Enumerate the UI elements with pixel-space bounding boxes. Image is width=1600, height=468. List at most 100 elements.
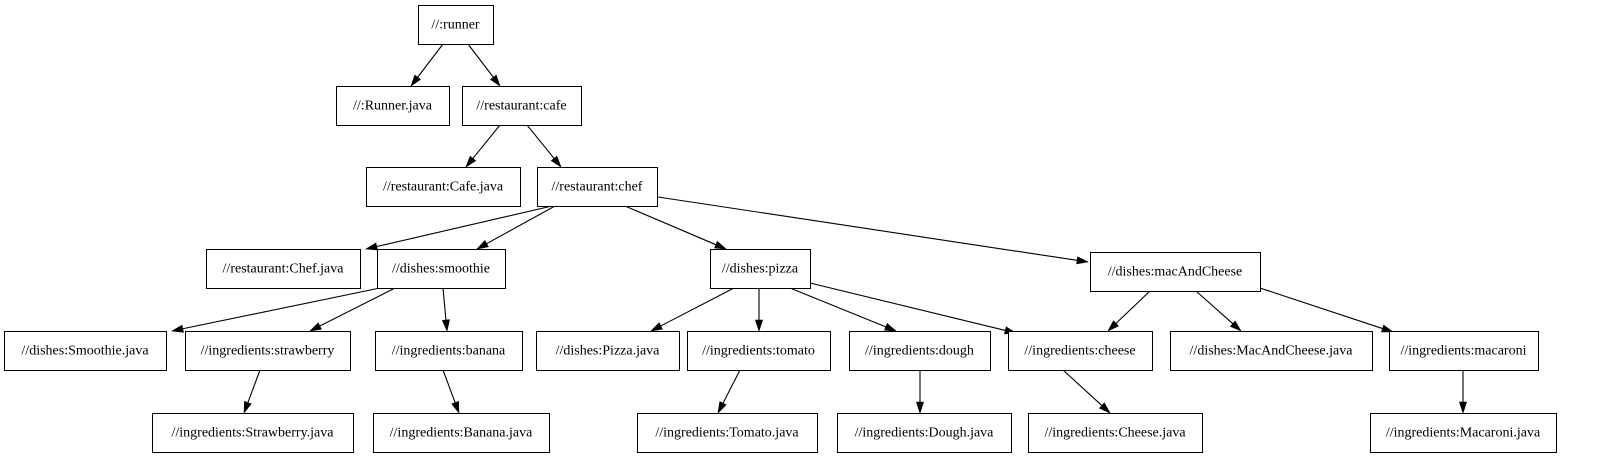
graph-node-ing-banana[interactable]: //ingredients:banana (375, 331, 523, 371)
graph-edge (465, 124, 501, 168)
node-box[interactable] (1389, 331, 1539, 371)
graph-node-ing-cheese[interactable]: //ingredients:cheese (1008, 331, 1153, 371)
graph-edge (309, 287, 396, 332)
graph-node-banana-java[interactable]: //ingredients:Banana.java (373, 413, 550, 453)
graph-node-smoothie-java[interactable]: //dishes:Smoothie.java (4, 331, 167, 371)
graph-node-ing-dough[interactable]: //ingredients:dough (849, 331, 991, 371)
node-box[interactable] (637, 413, 818, 453)
edge-line (624, 205, 717, 246)
node-box[interactable] (1170, 331, 1373, 371)
graph-edge (1458, 370, 1468, 414)
node-label: //restaurant:chef (552, 180, 643, 195)
edge-arrowhead (884, 323, 897, 332)
edge-arrowhead (171, 324, 184, 333)
node-box[interactable] (4, 331, 167, 371)
graph-edge (789, 287, 897, 332)
edge-arrowhead (476, 240, 489, 250)
graph-node-dishes-macchz[interactable]: //dishes:macAndCheese (1090, 252, 1261, 292)
edge-arrowhead (1381, 324, 1394, 333)
node-box[interactable] (366, 167, 521, 207)
graph-node-restaurant-cafe[interactable]: //restaurant:cafe (462, 86, 582, 126)
node-box[interactable] (373, 413, 550, 453)
graph-edge (717, 369, 741, 414)
node-label: //ingredients:Strawberry.java (172, 426, 335, 441)
edge-line (657, 196, 1078, 261)
node-box[interactable] (1090, 252, 1261, 292)
node-box[interactable] (1008, 331, 1153, 371)
edge-line (467, 43, 494, 78)
node-box[interactable] (185, 331, 351, 371)
graph-edge (1107, 290, 1151, 332)
edge-line (247, 369, 261, 403)
node-box[interactable] (687, 331, 831, 371)
graph-node-macaroni-java[interactable]: //ingredients:Macaroni.java (1370, 413, 1557, 453)
graph-node-tomato-java[interactable]: //ingredients:Tomato.java (637, 413, 818, 453)
node-box[interactable] (377, 249, 506, 289)
edge-arrowhead (714, 240, 727, 250)
edge-arrowhead (1098, 402, 1111, 414)
graph-node-restaurant-chef[interactable]: //restaurant:chef (537, 167, 658, 207)
graph-node-macchz-java[interactable]: //dishes:MacAndCheese.java (1170, 331, 1373, 371)
edge-line (442, 369, 456, 403)
node-label: //restaurant:cafe (476, 99, 566, 114)
graph-node-ing-tomato[interactable]: //ingredients:tomato (687, 331, 831, 371)
node-box[interactable] (336, 86, 450, 126)
edge-arrowhead (1076, 256, 1089, 265)
edge-line (319, 287, 396, 327)
edge-line (526, 124, 555, 159)
node-box[interactable] (1028, 413, 1203, 453)
node-box[interactable] (537, 167, 658, 207)
node-label: //restaurant:Cafe.java (383, 180, 504, 195)
graph-edge (243, 369, 261, 414)
edge-arrowhead (1107, 320, 1119, 332)
edge-line (182, 287, 381, 330)
node-box[interactable] (837, 413, 1012, 453)
graph-node-cafe-java[interactable]: //restaurant:Cafe.java (366, 167, 521, 207)
edge-arrowhead (1458, 401, 1468, 414)
graph-node-pizza-java[interactable]: //dishes:Pizza.java (536, 331, 680, 371)
node-box[interactable] (536, 331, 680, 371)
edge-arrowhead (1229, 320, 1242, 332)
node-label: //dishes:pizza (722, 262, 799, 277)
edge-line (417, 43, 444, 78)
edge-arrowhead (365, 242, 378, 251)
graph-edge (915, 370, 925, 414)
graph-node-dishes-pizza[interactable]: //dishes:pizza (710, 249, 811, 289)
edge-line (1115, 290, 1151, 324)
edge-arrowhead (465, 155, 477, 168)
node-box[interactable] (206, 249, 361, 289)
node-box[interactable] (418, 5, 494, 45)
graph-node-cheese-java[interactable]: //ingredients:Cheese.java (1028, 413, 1203, 453)
graph-node-runner-java[interactable]: //:Runner.java (336, 86, 450, 126)
graph-node-runner[interactable]: //:runner (418, 5, 494, 45)
node-box[interactable] (462, 86, 582, 126)
edge-line (442, 287, 447, 321)
edge-arrowhead (915, 401, 925, 414)
node-label: //ingredients:banana (392, 344, 506, 359)
graph-edge (467, 43, 501, 87)
edge-line (1195, 290, 1234, 325)
node-box[interactable] (710, 249, 811, 289)
edge-arrowhead (717, 401, 727, 414)
node-label: //dishes:Smoothie.java (21, 344, 149, 359)
edge-arrowhead (410, 74, 422, 87)
graph-edge (365, 205, 553, 251)
graph-node-chef-java[interactable]: //restaurant:Chef.java (206, 249, 361, 289)
graph-edge (442, 369, 460, 414)
node-box[interactable] (1370, 413, 1557, 453)
node-box[interactable] (375, 331, 523, 371)
edge-arrowhead (451, 401, 460, 414)
graph-node-ing-macaroni[interactable]: //ingredients:macaroni (1389, 331, 1539, 371)
graph-edge (1259, 287, 1394, 333)
graph-node-strawberry-java[interactable]: //ingredients:Strawberry.java (152, 413, 354, 453)
edge-line (1259, 287, 1383, 330)
node-label: //:Runner.java (353, 99, 433, 114)
graph-node-ing-strawberry[interactable]: //ingredients:strawberry (185, 331, 351, 371)
graph-edge (1195, 290, 1242, 332)
graph-node-dough-java[interactable]: //ingredients:Dough.java (837, 413, 1012, 453)
node-box[interactable] (849, 331, 991, 371)
edge-line (660, 287, 735, 327)
node-box[interactable] (152, 413, 354, 453)
graph-node-dishes-smoothie[interactable]: //dishes:smoothie (377, 249, 506, 289)
